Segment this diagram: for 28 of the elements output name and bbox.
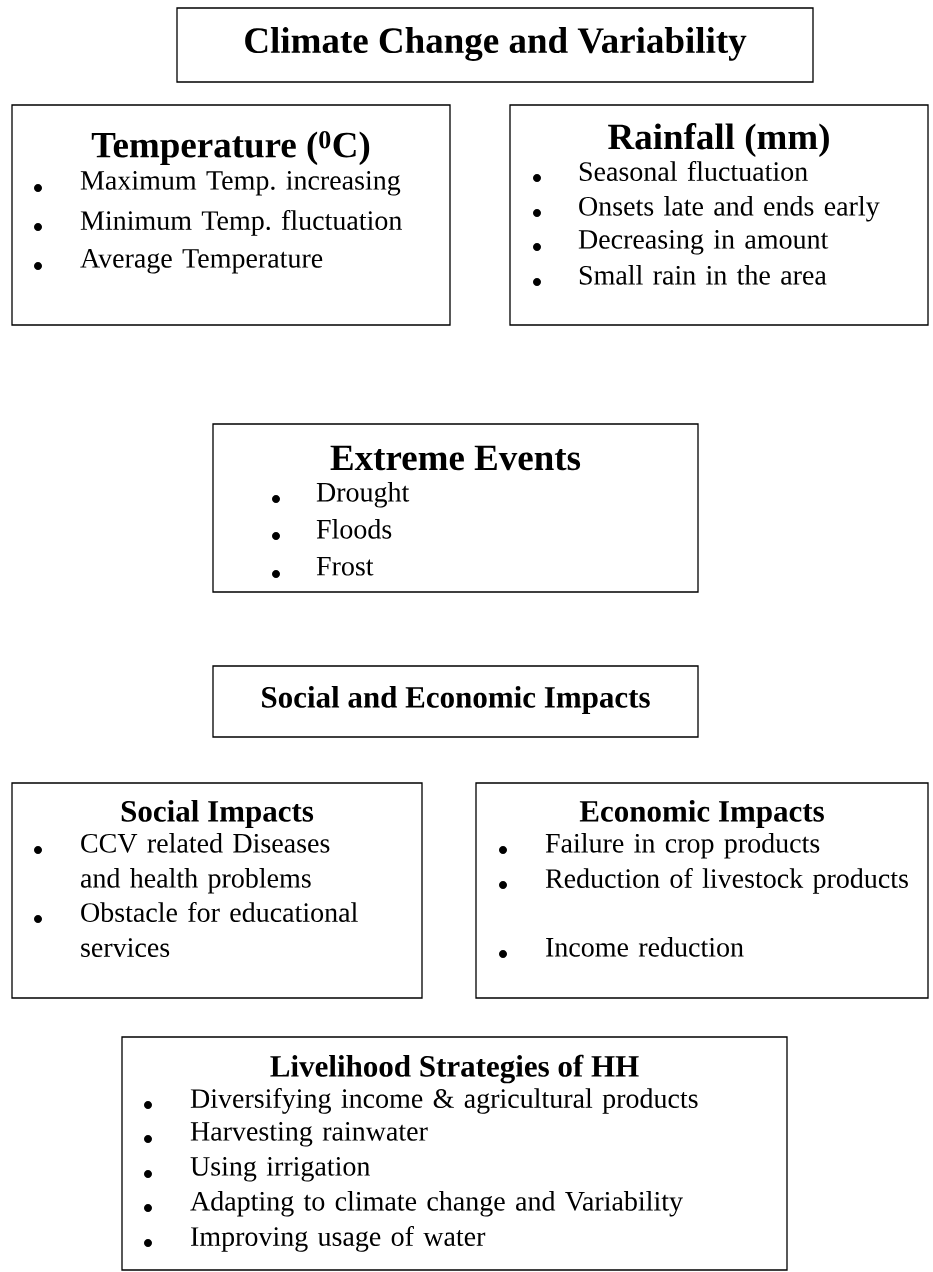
bullet-text: Maximum Temp. increasing bbox=[80, 171, 401, 196]
heading: Economic Impacts bbox=[579, 799, 824, 829]
bullet-text: Using irrigation bbox=[190, 1157, 370, 1182]
bullet-text: Seasonal fluctuation bbox=[579, 161, 808, 181]
heading: Rainfall (mm) bbox=[608, 123, 829, 157]
bullet-text: Reduction of livestock products bbox=[545, 868, 908, 894]
bullet-text: Improving usage of water bbox=[191, 1226, 486, 1252]
bullet-text: Drought bbox=[316, 482, 410, 508]
heading: Social and Economic Impacts bbox=[262, 685, 650, 715]
bullet-text: Average Temperature bbox=[80, 249, 323, 274]
bullet-text: Decreasing in amount bbox=[578, 230, 829, 255]
bullet-text: Income reduction bbox=[546, 937, 744, 957]
bullet-text: Failure in crop products bbox=[545, 833, 820, 859]
heading: Extreme Events bbox=[330, 445, 581, 471]
bullet-text: Diversifying income & agricultural products bbox=[190, 1088, 698, 1114]
bullet-text: Onsets late and ends early bbox=[579, 196, 880, 222]
heading: Temperature ($^{0}$C) bbox=[91, 130, 370, 166]
bullet-text: Harvesting rainwater bbox=[190, 1122, 428, 1147]
heading: Climate Change and Variability bbox=[245, 27, 747, 61]
heading: Social Impacts bbox=[121, 799, 314, 829]
bullet-text: Frost bbox=[316, 557, 374, 576]
bullet-text: Floods bbox=[316, 519, 392, 539]
heading: Livelihood Strategies of HH bbox=[270, 1054, 639, 1084]
bullet-text: Minimum Temp. fluctuation bbox=[80, 210, 402, 236]
bullet-text: Small rain in the area bbox=[579, 265, 827, 285]
bullet-text: Obstacle for educational services bbox=[81, 902, 358, 957]
bullet-text: CCV related Diseases and health problems bbox=[81, 833, 330, 894]
bullet-text: Adapting to climate change and Variability bbox=[190, 1191, 683, 1217]
